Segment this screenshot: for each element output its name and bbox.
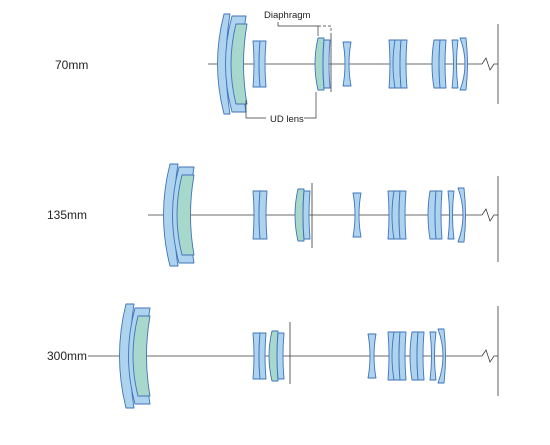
lens-element bbox=[451, 39, 459, 89]
lens-element bbox=[457, 187, 466, 243]
axis-break-70mm bbox=[481, 57, 498, 71]
lens-element bbox=[258, 332, 267, 380]
lens-element bbox=[398, 331, 407, 381]
lens-element bbox=[342, 41, 352, 87]
lens-element bbox=[367, 333, 377, 379]
ud-lens-label: UD lens bbox=[270, 114, 304, 125]
lens-element bbox=[398, 190, 407, 240]
axis-break-300mm bbox=[481, 349, 498, 363]
lens-element bbox=[322, 39, 331, 89]
diaphragm-label: Diaphragm bbox=[264, 10, 311, 21]
lens-element bbox=[429, 331, 437, 381]
axis-break-135mm bbox=[481, 208, 498, 222]
focal-length-label-300mm: 300mm bbox=[47, 349, 87, 363]
lens-element bbox=[399, 39, 408, 89]
focal-length-label-70mm: 70mm bbox=[55, 58, 88, 72]
lens-element bbox=[258, 40, 267, 88]
diaphragm-leader-dashed bbox=[318, 25, 332, 34]
ud-lens-element bbox=[176, 174, 195, 256]
diaphragm-leader bbox=[277, 22, 319, 36]
lens-element bbox=[447, 190, 455, 240]
lens-element bbox=[258, 190, 268, 240]
lens-element bbox=[459, 37, 468, 91]
lens-element bbox=[434, 190, 443, 240]
ud-lens-leader bbox=[245, 100, 266, 119]
config-70mm: 70mm Diaphragm UD lens bbox=[55, 10, 499, 125]
focal-length-label-135mm: 135mm bbox=[47, 208, 87, 222]
lens-element bbox=[276, 332, 285, 380]
config-300mm: 300mm bbox=[47, 303, 499, 409]
config-135mm: 135mm bbox=[47, 163, 499, 267]
lens-element bbox=[438, 39, 447, 89]
lens-element bbox=[416, 331, 425, 381]
lens-element bbox=[302, 190, 311, 240]
ud-lens-element bbox=[132, 315, 151, 397]
ud-lens-element bbox=[230, 23, 248, 105]
ud-lens-leader bbox=[304, 92, 317, 119]
lens-element bbox=[352, 192, 362, 238]
lens-element bbox=[437, 328, 446, 384]
